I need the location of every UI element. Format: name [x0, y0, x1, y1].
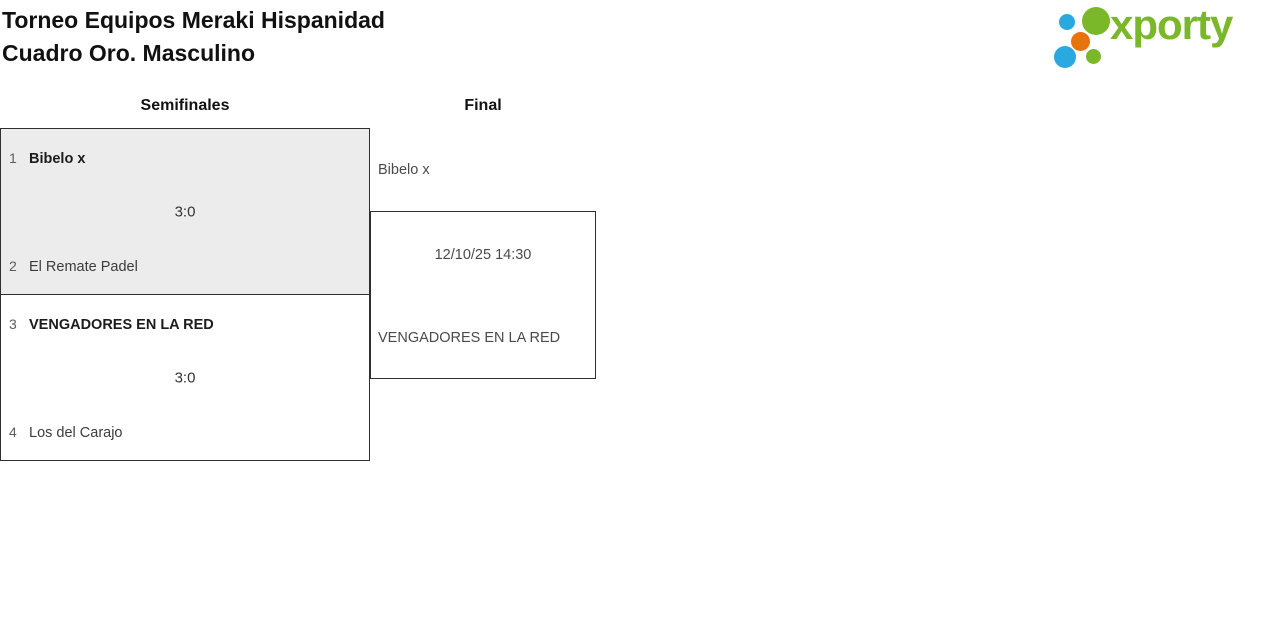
semifinal-match-2[interactable]: 3 VENGADORES EN LA RED 3:0 4 Los del Car… — [0, 294, 370, 461]
team-row: 2 El Remate Padel — [9, 258, 361, 275]
final-team-bottom: VENGADORES EN LA RED — [378, 330, 561, 346]
logo-dot-green-large-icon — [1082, 7, 1110, 35]
match-score: 3:0 — [174, 369, 196, 386]
team-seed: 1 — [9, 150, 17, 166]
team-row: 3 VENGADORES EN LA RED — [9, 316, 361, 333]
xporty-logo[interactable]: xporty — [1048, 1, 1276, 74]
logo-dot-orange-icon — [1071, 32, 1090, 51]
final-team-top: Bibelo x — [378, 162, 430, 178]
match-score: 3:0 — [174, 203, 196, 220]
round-header-semifinals: Semifinales — [140, 97, 230, 114]
team-row: 4 Los del Carajo — [9, 424, 361, 441]
team-seed: 4 — [9, 424, 17, 440]
team-seed: 3 — [9, 316, 17, 332]
page-title: Torneo Equipos Meraki Hispanidad — [2, 7, 385, 33]
team-row: 1 Bibelo x — [9, 150, 361, 167]
semifinal-match-1[interactable]: 1 Bibelo x 3:0 2 El Remate Padel — [0, 128, 370, 295]
logo-dot-blue-bottom-icon — [1054, 46, 1076, 68]
round-header-final: Final — [464, 97, 502, 114]
team-name: VENGADORES EN LA RED — [29, 317, 214, 333]
team-seed: 2 — [9, 258, 17, 274]
logo-dot-blue-small-icon — [1059, 14, 1075, 30]
team-name: Bibelo x — [29, 151, 86, 167]
team-name: Los del Carajo — [29, 425, 123, 441]
page-title-block: Torneo Equipos Meraki Hispanidad Cuadro … — [2, 4, 385, 70]
team-name: El Remate Padel — [29, 259, 138, 275]
logo-wordmark: xporty — [1110, 1, 1233, 48]
page-subtitle: Cuadro Oro. Masculino — [2, 40, 256, 66]
final-match[interactable]: 12/10/25 14:30 — [370, 211, 596, 379]
logo-dot-green-small-icon — [1086, 49, 1101, 64]
final-match-datetime: 12/10/25 14:30 — [434, 247, 532, 263]
